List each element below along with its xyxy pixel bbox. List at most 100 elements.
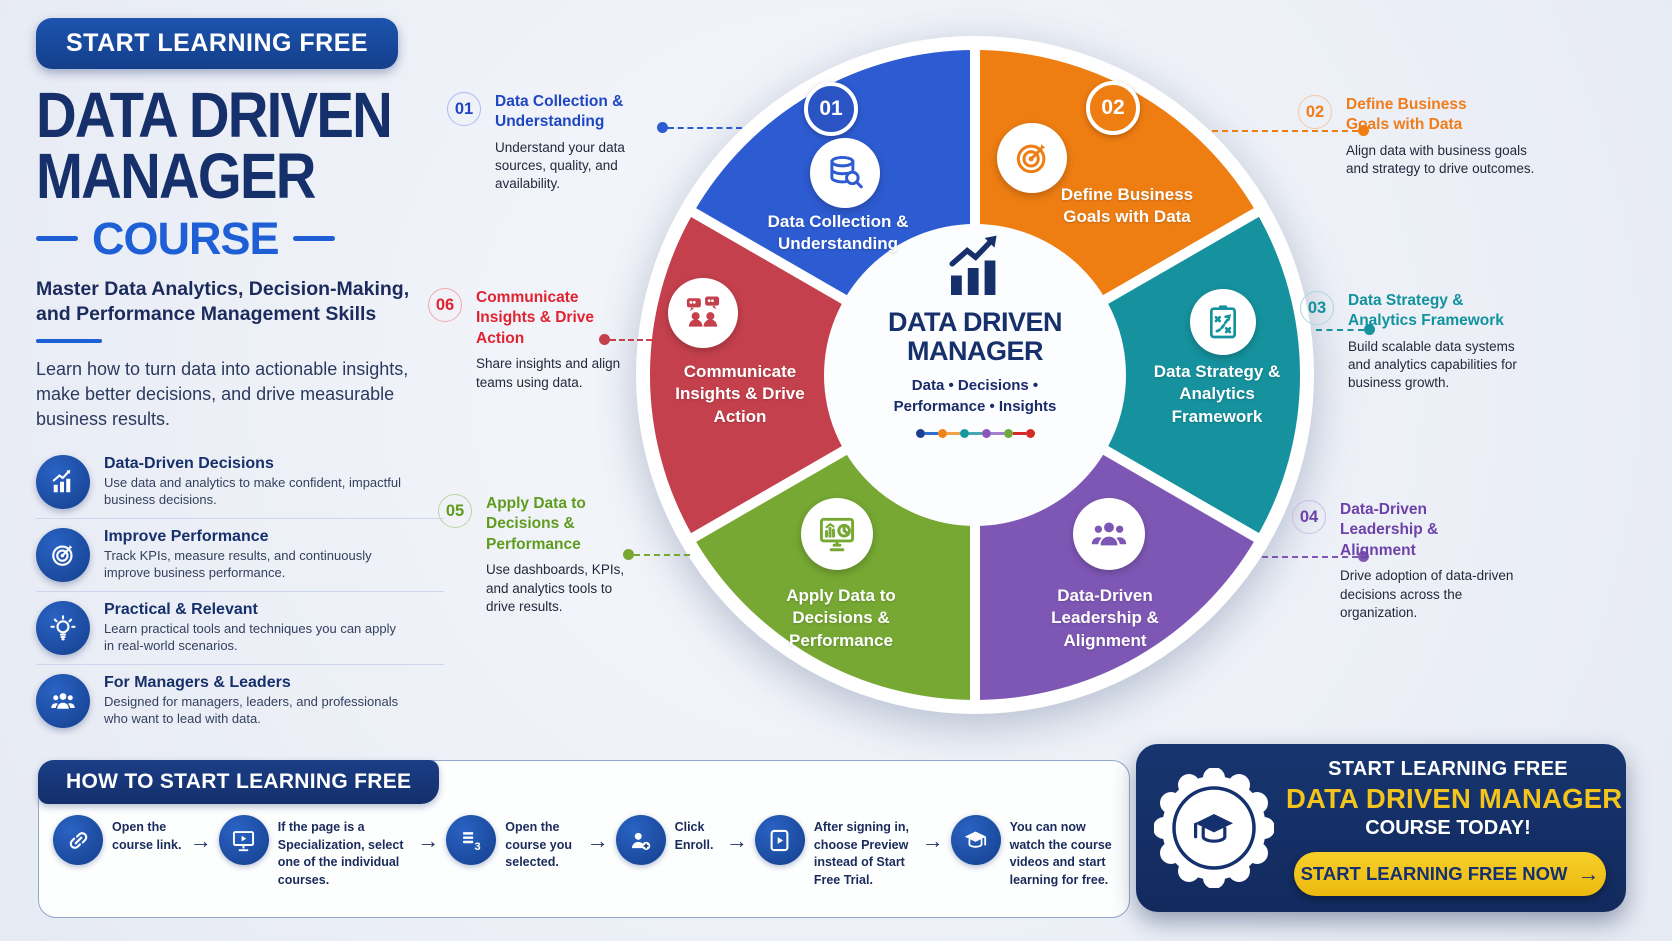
arrow-right-icon: → (1577, 861, 1600, 886)
center-title-line1: DATA DRIVEN (888, 307, 1063, 337)
feature-description: Designed for managers, leaders, and prof… (104, 693, 399, 726)
feature-description: Learn practical tools and techniques you… (104, 620, 396, 653)
feature-title: Improve Performance (104, 527, 269, 545)
divider-rule (36, 339, 102, 344)
segment-label-05: Apply Data to Decisions & Performance (786, 586, 896, 650)
segment-label-06: Communicate Insights & Drive Action (675, 362, 805, 426)
cta-button-label: START LEARNING FREE NOW (1300, 863, 1568, 884)
connector-02 (1212, 125, 1369, 136)
callout-description: Align data with business goals and strat… (1346, 142, 1535, 177)
connector-04 (1262, 551, 1369, 562)
feature-title: Data-Driven Decisions (104, 454, 274, 472)
target-icon (997, 123, 1067, 193)
callout-03: 03 Data Strategy & Analytics Framework B… (1300, 291, 1523, 393)
feature-description: Track KPIs, measure results, and continu… (104, 547, 372, 580)
center-tagline-line2: Performance • Insights (893, 397, 1057, 415)
callout-description: Drive adoption of data-driven decisions … (1340, 568, 1514, 620)
callout-04: 04 Data-Driven Leadership & Alignment Dr… (1292, 500, 1530, 622)
segment-label-02: Define Business Goals with Data (1060, 185, 1194, 227)
monitor-play-icon (218, 815, 269, 865)
callout-02: 02 Define Business Goals with Data Align… (1298, 95, 1551, 178)
segment-label-03: Data Strategy & Analytics Framework (1153, 362, 1281, 426)
callout-description: Build scalable data systems and analytic… (1348, 338, 1517, 391)
course-title-line2: MANAGER (36, 139, 316, 212)
communication-icon (668, 278, 738, 348)
callout-title: Communicate Insights & Drive Action (476, 289, 594, 347)
callout-description: Share insights and align teams using dat… (476, 356, 621, 390)
callout-05: 05 Apply Data to Decisions & Performance… (438, 494, 641, 616)
rosette-graduation-badge (1153, 767, 1275, 889)
callout-number: 03 (1300, 291, 1334, 325)
team-icon (1073, 498, 1145, 570)
cta-line2: DATA DRIVEN MANAGER (1286, 783, 1623, 814)
callout-06: 06 Communicate Insights & Drive Action S… (428, 288, 636, 392)
callout-title: Define Business Goals with Data (1346, 96, 1467, 134)
step-text: Click Enroll. (674, 820, 714, 852)
bar-chart-growth-icon (835, 235, 1115, 306)
how-to-steps: Open the course link. → If the page is a… (53, 815, 1121, 889)
center-tagline: Data • Decisions • Performance • Insight… (835, 376, 1115, 417)
step-text: Open the course link. (112, 820, 182, 852)
feature-title: For Managers & Leaders (104, 673, 291, 691)
svg-text:3: 3 (474, 840, 480, 852)
step-open-course: 3 Open the course you selected. (446, 815, 579, 872)
step-open-link: Open the course link. (53, 815, 183, 865)
segment-badge-02: 02 (1086, 81, 1140, 135)
callout-number: 01 (447, 92, 481, 126)
course-subtitle: Master Data Analytics, Decision-Making, … (36, 277, 410, 325)
callout-title: Data-Driven Leadership & Alignment (1340, 501, 1439, 559)
people-icon (36, 673, 90, 728)
course-word-row: COURSE (36, 213, 446, 265)
step-click-enroll: Click Enroll. (615, 815, 719, 865)
course-list-icon: 3 (446, 815, 497, 865)
link-icon (53, 815, 103, 865)
arrow-right-icon: → (417, 828, 440, 853)
feature-practical-relevant: Practical & Relevant Learn practical too… (36, 590, 444, 664)
cta-line1: START LEARNING FREE (1328, 758, 1568, 780)
arrow-right-icon: → (189, 828, 212, 853)
feature-title: Practical & Relevant (104, 600, 258, 618)
center-dot-strip (835, 428, 1115, 438)
center-tagline-line1: Data • Decisions • (911, 377, 1039, 395)
start-learning-free-now-button[interactable]: START LEARNING FREE NOW → (1294, 852, 1606, 896)
how-to-panel: HOW TO START LEARNING FREE Open the cour… (38, 760, 1130, 918)
callout-number: 02 (1298, 95, 1332, 129)
target-icon (36, 527, 90, 582)
step-choose-preview: After signing in, choose Preview instead… (754, 815, 915, 889)
cta-line3: COURSE TODAY! (1365, 817, 1531, 839)
connector-01 (657, 122, 742, 133)
callout-title: Data Collection & Understanding (495, 93, 624, 131)
feature-managers-leaders: For Managers & Leaders Designed for mana… (36, 663, 444, 737)
callout-title: Apply Data to Decisions & Performance (486, 495, 586, 553)
step-text: After signing in, choose Preview instead… (813, 820, 909, 887)
arrow-right-icon: → (586, 828, 609, 853)
callout-title: Data Strategy & Analytics Framework (1348, 292, 1504, 330)
strategy-clipboard-icon (1190, 289, 1256, 355)
callout-number: 05 (438, 494, 472, 528)
enroll-user-icon (615, 815, 666, 865)
step-text: You can now watch the course videos and … (1009, 820, 1112, 887)
course-word: COURSE (92, 212, 280, 264)
callout-number: 04 (1292, 500, 1326, 534)
center-title-line2: MANAGER (907, 336, 1044, 367)
wheel-center: DATA DRIVEN MANAGER Data • Decisions • P… (835, 235, 1115, 438)
course-description: Learn how to turn data into actionable i… (36, 359, 409, 429)
arrow-right-icon: → (921, 828, 944, 853)
arrow-right-icon: → (725, 828, 748, 853)
segment-badge-01: 01 (804, 82, 858, 136)
hero-panel: START LEARNING FREE DATA DRIVEN MANAGER … (36, 18, 446, 737)
step-specialization: If the page is a Specialization, select … (218, 815, 411, 889)
feature-data-driven-decisions: Data-Driven Decisions Use data and analy… (36, 446, 444, 518)
process-wheel: 01 02 (635, 35, 1315, 715)
connector-03 (1316, 324, 1375, 335)
dashboard-monitor-icon (801, 498, 873, 570)
preview-video-icon (754, 815, 805, 865)
how-to-header: HOW TO START LEARNING FREE (38, 760, 440, 804)
database-search-icon (810, 138, 880, 208)
step-text: If the page is a Specialization, select … (277, 820, 404, 887)
callout-01: 01 Data Collection & Understanding Under… (447, 92, 670, 194)
callout-number: 06 (428, 288, 462, 322)
start-learning-free-badge[interactable]: START LEARNING FREE (36, 18, 399, 69)
dash-right (292, 236, 335, 242)
dash-left (36, 236, 78, 242)
